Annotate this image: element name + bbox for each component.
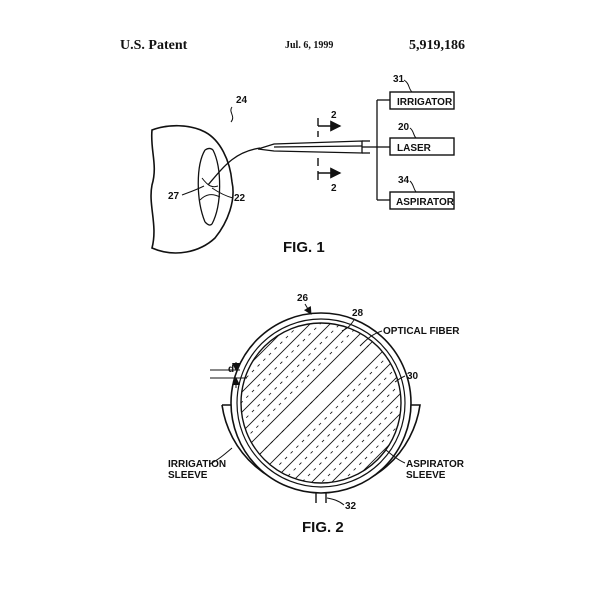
ref-laser-leader: [409, 127, 417, 139]
figure-2: d 26 28 OPTICAL FIBER 30 IRRIGATION SLEE…: [168, 293, 465, 536]
optical-fiber-leader: [359, 330, 383, 347]
ref-lens-leader: [181, 185, 205, 196]
eye-lens: [197, 147, 221, 226]
header-date: Jul. 6, 1999: [285, 40, 334, 51]
aspirator-label: ASPIRATOR: [396, 197, 455, 208]
header-patent-number: 5,919,186: [409, 38, 465, 53]
optical-fiber-core: [240, 322, 402, 484]
probe-wire: [207, 147, 261, 186]
ref-probe-tip: 22: [234, 193, 246, 204]
ref-probe-tip-leader: [211, 187, 234, 199]
section-line-2-2: [317, 118, 342, 180]
ref-sleeve: 30: [407, 371, 419, 382]
ref-eye-leader: [230, 106, 234, 123]
laser-box: [389, 137, 455, 156]
irrigator-label: IRRIGATOR: [397, 97, 453, 108]
irrigation-sleeve-label-2: SLEEVE: [168, 470, 208, 481]
eye-outline: [150, 124, 234, 254]
section-ref-top: 2: [331, 110, 337, 121]
probe-handpiece: [257, 140, 377, 154]
section-ref-bottom: 2: [331, 183, 337, 194]
aspirator-sleeve-leader: [385, 449, 406, 464]
ref-aspirator-leader: [409, 180, 417, 193]
aspirator-sleeve-label-2: SLEEVE: [406, 470, 446, 481]
ref-fiber: 28: [352, 308, 364, 319]
ref-outer: 26: [297, 293, 309, 304]
ref-laser: 20: [398, 122, 410, 133]
ref-eye: 24: [236, 95, 248, 106]
figure-1: 2 2 IRRIGATOR LASER ASPIRATOR 24 31 20: [150, 74, 455, 256]
ref-divider: 32: [345, 501, 357, 512]
optical-fiber-label: OPTICAL FIBER: [383, 326, 460, 337]
irrigation-sleeve-leader: [209, 447, 233, 465]
ref-lens: 27: [168, 191, 180, 202]
figure-2-caption: FIG. 2: [302, 519, 344, 536]
ref-irrigator-leader: [403, 79, 413, 93]
ref-aspirator: 34: [398, 175, 410, 186]
aspirator-sleeve-label-1: ASPIRATOR: [406, 459, 465, 470]
irrigation-sleeve-label-1: IRRIGATION: [168, 459, 226, 470]
cladding-ring: [236, 318, 406, 488]
eye-iris: [199, 177, 221, 201]
irrigator-box: [389, 91, 455, 110]
figure-1-caption: FIG. 1: [283, 239, 325, 256]
ref-divider-leader: [326, 497, 345, 506]
connector-lines: [376, 99, 390, 201]
ref-sleeve-leader: [394, 375, 406, 383]
ref-fiber-leader: [341, 319, 355, 332]
aspirator-box: [389, 191, 455, 210]
laser-label: LASER: [397, 143, 432, 154]
header-patent-label: U.S. Patent: [120, 38, 188, 53]
ref-irrigator: 31: [393, 74, 405, 85]
dimension-label: d: [228, 364, 234, 375]
dimension-d: [210, 362, 247, 388]
ref-outer-leader: [303, 303, 312, 315]
